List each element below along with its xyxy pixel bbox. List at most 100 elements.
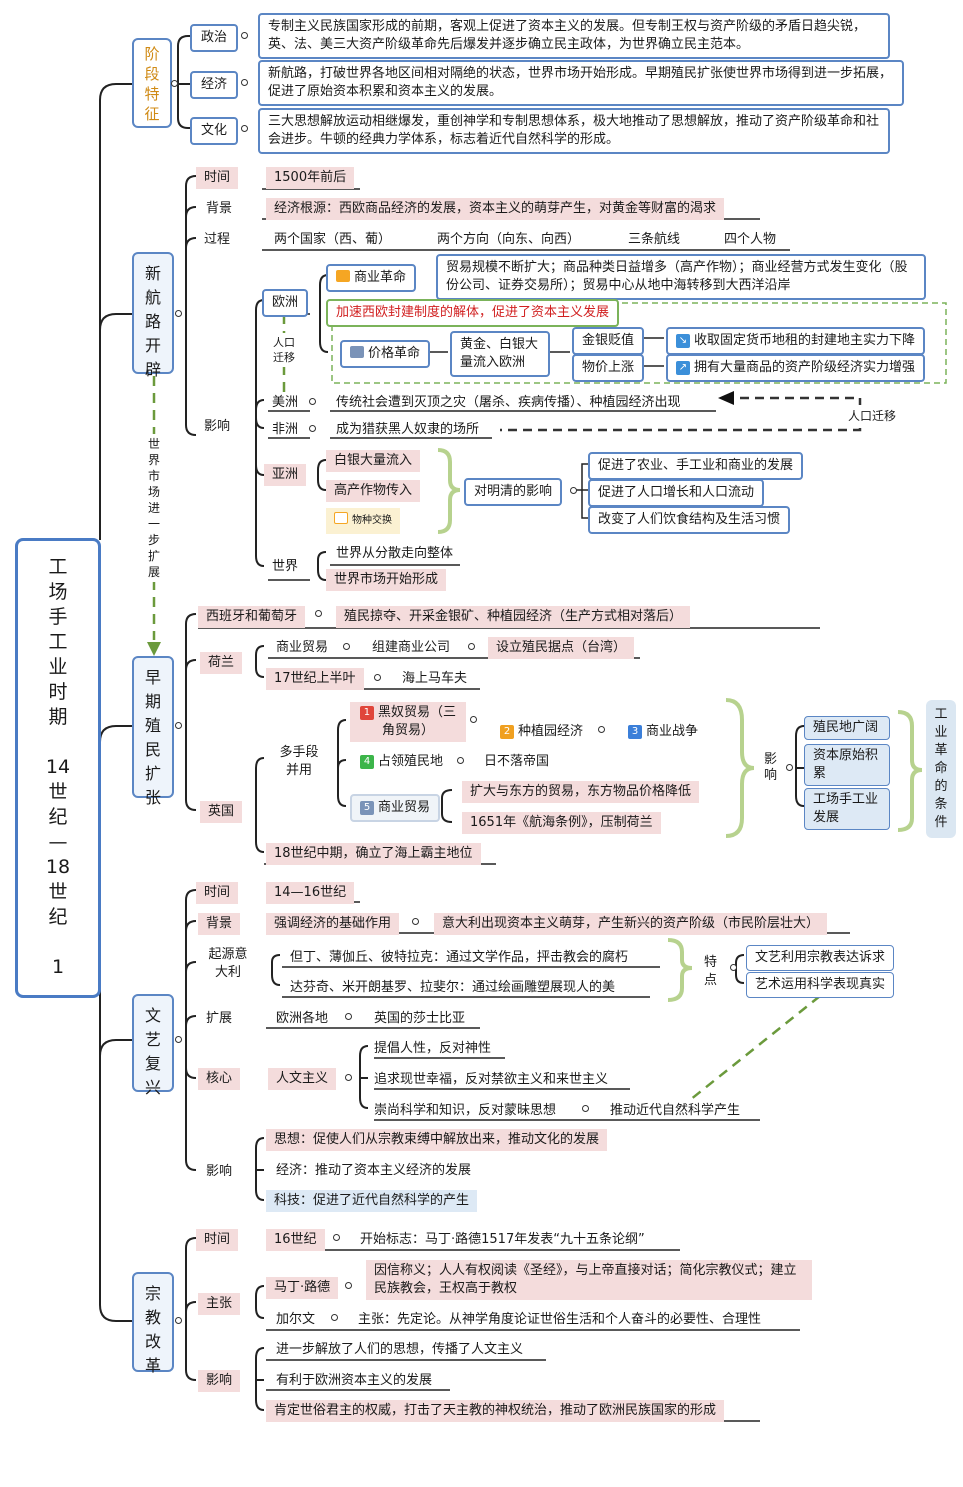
label-char: 教 (144, 1308, 161, 1327)
label-char: 业 (934, 725, 948, 740)
branch-renaissance[interactable]: 文艺复兴 (132, 994, 174, 1097)
node-connector (241, 125, 248, 132)
nr-world: 世界 (272, 559, 299, 574)
col-impact: 影响 (764, 752, 778, 783)
label-char: 段 (144, 65, 160, 83)
number-5-icon: 5 (360, 801, 374, 815)
label-char: 市 (148, 469, 161, 483)
col-nl-base: 设立殖民据点（台湾） (488, 637, 635, 659)
branch-colonial[interactable]: 早期殖民扩张 (132, 656, 174, 807)
nr-proc-3: 四个人物 (724, 232, 777, 247)
label-char: 1 (51, 956, 65, 978)
nr-silver-in: 白银大量流入 (326, 450, 421, 472)
node-connector (345, 1282, 352, 1289)
col-ind-cond: 工业革命的条件 (926, 700, 956, 838)
nr-africa: 非洲 (272, 422, 299, 437)
label-char: 张 (144, 788, 161, 807)
nr-time: 1500年前后 (266, 167, 355, 189)
nr-america-text: 传统社会遭到灭顶之灾（屠杀、疾病传播）、种植园经济出现 (336, 395, 681, 410)
stage-politics-label[interactable]: 政治 (190, 24, 238, 52)
label-char: 复 (144, 1054, 161, 1073)
nr-europe[interactable]: 欧洲 (262, 289, 309, 317)
nr-migration: 人口迁移 (268, 333, 300, 367)
stage-culture-label[interactable]: 文化 (190, 117, 238, 145)
node-connector (241, 32, 248, 39)
col-en-m5: 5 商业贸易 (350, 794, 441, 822)
nr-bg: 经济根源：西欧商品经济的发展，资本主义的萌芽产生，对黄金等财富的渴求 (266, 198, 725, 220)
label-char: 界 (148, 453, 161, 467)
ren-f1: 文艺利用宗教表达诉求 (746, 945, 895, 971)
label-char: 文 (144, 1006, 161, 1025)
ref-start: 开始标志：马丁·路德1517年发表“九十五条论纲” (360, 1232, 645, 1247)
branch-stage[interactable]: 阶段特征 (132, 38, 172, 128)
ren-impact-label: 影响 (206, 1164, 233, 1179)
ren-c1: 提倡人性，反对神性 (374, 1041, 492, 1056)
label-char: 工 (934, 707, 948, 722)
col-nl-company: 组建商业公司 (372, 640, 451, 655)
col-en-empire: 日不落帝国 (484, 754, 550, 769)
node-connector (730, 964, 737, 971)
branch-renaissance-label: 文艺复兴 (136, 1004, 170, 1100)
label-char: 世 (48, 881, 68, 903)
nr-gold-in: 黄金、白银大量流入欧洲 (450, 331, 550, 377)
node-connector (175, 1036, 182, 1043)
ren-i1: 思想：促使人们从宗教束缚中解放出来，推动文化的发展 (266, 1129, 608, 1151)
nr-fixed-rent: ↘收取固定货币地租的封建地主实力下降 (666, 327, 926, 355)
label-char: 路 (144, 312, 161, 331)
branch-newroute[interactable]: 新航路开辟 (132, 252, 174, 379)
label-char: 世 (48, 781, 68, 803)
col-en-m5-text: 商业贸易 (378, 800, 431, 815)
col-r3: 工场手工业发展 (804, 788, 890, 830)
ren-c2: 追求现世幸福，反对禁欲主义和来世主义 (374, 1072, 609, 1087)
arrow-down-icon: ↘ (676, 334, 690, 348)
number-4-icon: 4 (360, 755, 374, 769)
nr-bg-label: 背景 (206, 201, 233, 216)
node-connector (175, 722, 182, 729)
node-connector (343, 643, 350, 650)
label-char: 扩 (144, 764, 161, 783)
label-char (22, 730, 94, 755)
label-char: 特 (144, 85, 160, 103)
col-r1: 殖民地广阔 (804, 716, 890, 740)
nr-gold-devalue: 金银贬值 (572, 327, 645, 355)
ren-bg2: 意大利出现资本主义萌芽，产生新兴的资产阶级（市民阶层壮大） (434, 913, 828, 935)
ref-calvin-text: 主张：先定论。从神学角度论证世俗生活和个人奋斗的必要性、合理性 (358, 1312, 762, 1327)
col-nl: 荷兰 (200, 652, 243, 674)
nr-migration-text: 人口迁移 (273, 336, 295, 364)
label-char: 步 (148, 533, 161, 547)
node-connector (331, 1314, 338, 1321)
nr-price-rev[interactable]: 价格革命 (340, 340, 431, 368)
ref-claim-label: 主张 (198, 1293, 241, 1315)
arrow-up-icon: ↗ (676, 361, 690, 375)
nr-world2: 世界市场开始形成 (326, 569, 447, 591)
nr-proc-0: 两个国家（西、葡） (274, 232, 392, 247)
node-connector (309, 398, 316, 405)
nr-impact-label: 影响 (204, 419, 231, 434)
node-connector (175, 1317, 182, 1324)
ren-o2: 达芬奇、米开朗基罗、拉斐尔：通过绘画雕塑展现人的美 (290, 980, 616, 995)
col-en-m1-text: 黑奴贸易（三角贸易） (377, 705, 456, 738)
ref-luther: 马丁·路德 (266, 1277, 339, 1299)
label-char: 18 (45, 856, 71, 878)
ren-c3b: 推动近代自然科学产生 (610, 1103, 741, 1118)
label-char: 革 (934, 743, 948, 758)
number-3-icon: 3 (628, 725, 642, 739)
ren-bg1: 强调经济的基础作用 (266, 913, 400, 935)
col-en-m3-text: 商业战争 (646, 724, 699, 739)
col-en-m2-text: 种植园经济 (518, 724, 584, 739)
ren-origin: 起源意大利 (208, 947, 248, 980)
branch-reformation[interactable]: 宗教改革 (132, 1272, 174, 1375)
number-2-icon: 2 (500, 725, 514, 739)
node-connector (412, 918, 419, 925)
chart-icon (350, 346, 364, 358)
label-char: 艺 (144, 1030, 161, 1049)
stage-economy-label[interactable]: 经济 (190, 71, 238, 99)
nr-commerce-rev[interactable]: 商业革命 (326, 264, 417, 292)
col-ind-cond-text: 工业革命的条件 (928, 706, 954, 832)
ren-f2: 艺术运用科学表现真实 (746, 972, 895, 998)
nr-migration2: 人口迁移 (844, 405, 901, 427)
node-connector (470, 716, 477, 723)
nr-merchants: ↗拥有大量商品的资产阶级经济实力增强 (666, 354, 926, 382)
